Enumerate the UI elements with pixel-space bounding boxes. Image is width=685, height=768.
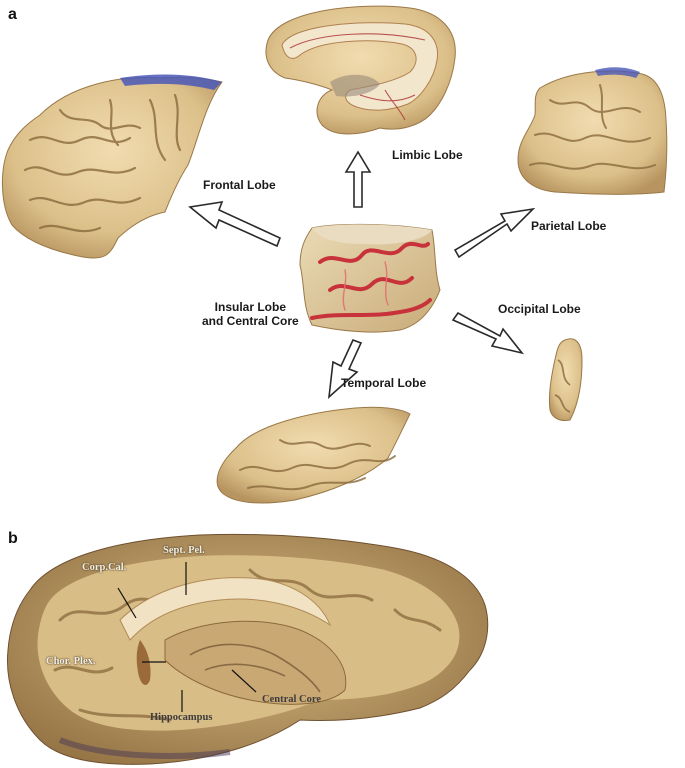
anno-central-core: Central Core (262, 694, 321, 705)
panel-b-letter: b (8, 530, 18, 547)
arrow-to-temporal (327, 338, 363, 399)
insular-lobe-image (299, 223, 441, 333)
anno-sept-pel: Sept. Pel. (163, 545, 205, 556)
label-occipital-lobe: Occipital Lobe (498, 302, 581, 316)
label-insular-lobe: Insular Lobe and Central Core (202, 300, 299, 328)
medial-brain-dissection-image (7, 533, 489, 765)
label-temporal-lobe: Temporal Lobe (341, 376, 427, 390)
anno-chor-plex: Chor. Plex. (46, 656, 96, 667)
occipital-lobe-image (549, 338, 583, 421)
anno-hippocampus: Hippocampus (150, 712, 213, 723)
label-limbic-lobe: Limbic Lobe (392, 148, 463, 162)
leader-line-corp-cal (117, 587, 137, 619)
arrow-to-parietal (453, 207, 536, 259)
label-insular-line1: Insular Lobe (214, 300, 287, 314)
temporal-lobe-image (216, 406, 411, 504)
arrow-to-frontal (188, 200, 282, 248)
parietal-lobe-image (517, 67, 668, 195)
arrow-to-occipital (451, 311, 525, 355)
label-frontal-lobe: Frontal Lobe (203, 178, 276, 192)
panel-a-letter: a (8, 6, 17, 23)
arrow-to-limbic (344, 150, 372, 208)
anno-corp-cal: Corp.Cal. (82, 562, 127, 573)
label-parietal-lobe: Parietal Lobe (531, 219, 607, 233)
limbic-lobe-image (265, 5, 456, 135)
frontal-lobe-image (1, 74, 223, 259)
leader-line-central-core (231, 669, 257, 693)
label-insular-line2: and Central Core (202, 314, 299, 328)
